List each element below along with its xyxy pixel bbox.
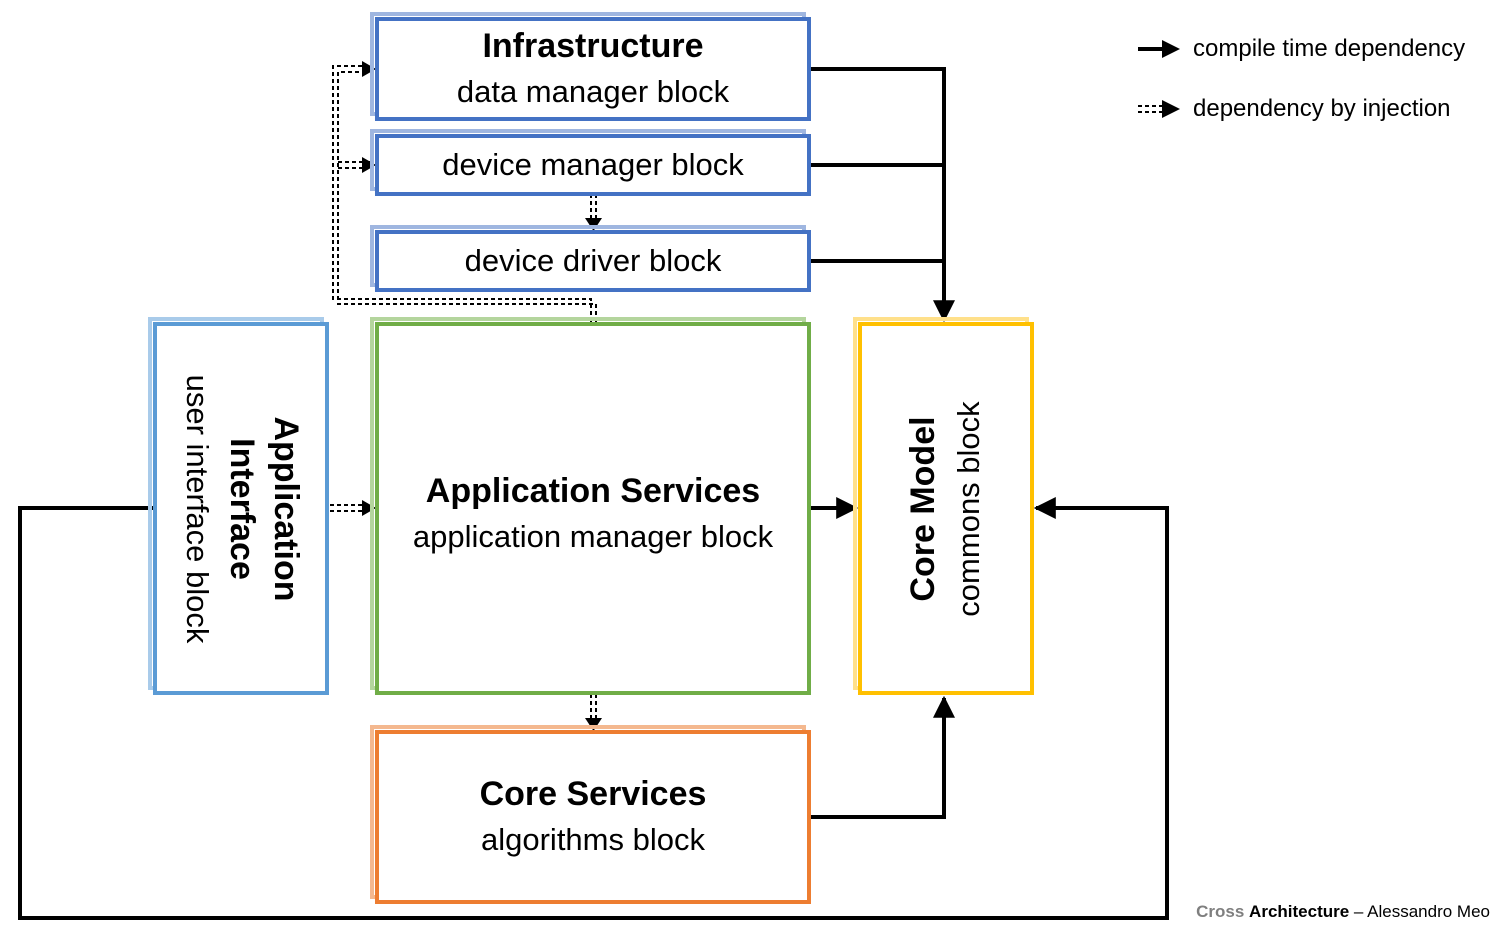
device-driver-block: device driver block bbox=[375, 230, 811, 292]
compile-dependency-lines bbox=[18, 67, 1169, 920]
infrastructure-subtitle: data manager block bbox=[456, 74, 730, 109]
credit-part2: Architecture bbox=[1249, 902, 1350, 921]
core-model-title: Core Model bbox=[904, 415, 942, 602]
core-services-title: Core Services bbox=[479, 775, 707, 813]
legend-injection: dependency by injection bbox=[1193, 94, 1451, 124]
application-interface-subtitle: user interface block bbox=[180, 374, 215, 643]
core-services-block: Core Services algorithms block bbox=[375, 730, 811, 904]
core-services-subtitle: algorithms block bbox=[481, 822, 705, 857]
edge-core-services-to-core-model bbox=[810, 695, 955, 819]
legend-injection-label: dependency by injection bbox=[1193, 95, 1451, 122]
application-interface-block: Application Interface user interface blo… bbox=[153, 322, 329, 695]
edge-app-services-to-infrastructure bbox=[332, 65, 592, 322]
infrastructure-title: Infrastructure bbox=[482, 27, 704, 65]
credit: Cross Architecture – Alessandro Meo bbox=[1196, 902, 1490, 922]
application-services-subtitle: application manager block bbox=[412, 519, 774, 554]
device-manager-label: device manager block bbox=[442, 147, 744, 182]
core-model-subtitle: commons block bbox=[951, 400, 986, 617]
application-interface-title: Application Interface bbox=[223, 415, 305, 602]
edge-app-interface-to-core-model bbox=[18, 497, 1169, 920]
application-services-block: Application Services application manager… bbox=[375, 322, 811, 695]
application-services-title: Application Services bbox=[425, 472, 761, 510]
edge-infrastructure-to-core-model bbox=[810, 67, 955, 323]
device-manager-block: device manager block bbox=[375, 134, 811, 196]
infrastructure-block: Infrastructure data manager block bbox=[375, 17, 811, 121]
credit-part1: Cross bbox=[1196, 902, 1245, 921]
credit-part3: – Alessandro Meo bbox=[1349, 902, 1490, 921]
legend-arrows bbox=[1138, 40, 1180, 118]
injection-arrowheads bbox=[362, 61, 602, 731]
legend-compile-label: compile time dependency bbox=[1193, 35, 1466, 62]
device-driver-label: device driver block bbox=[464, 243, 722, 278]
core-model-block: Core Model commons block bbox=[858, 322, 1034, 695]
legend-compile: compile time dependency bbox=[1193, 34, 1465, 64]
